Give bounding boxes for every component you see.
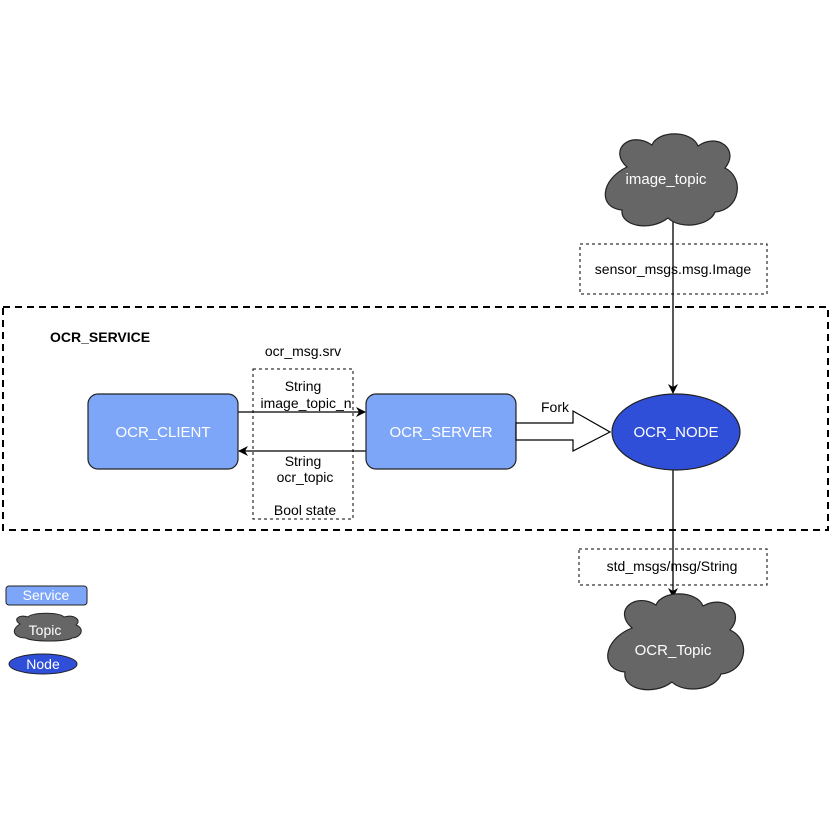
string-msg-label: std_msgs/msg/String [607,558,738,574]
legend-topic-swatch [13,612,82,642]
ocr-client-box[interactable] [87,393,239,470]
legend-node-label: Node [26,656,60,672]
srv-response-extra: Bool state [274,502,336,518]
legend-service-label: Service [23,587,70,603]
image-topic-label: image_topic [626,171,707,188]
legend-service-swatch [5,585,88,606]
legend-node-swatch [8,653,78,675]
ocr-service-group [2,306,829,531]
image-topic-cloud[interactable] [604,133,738,227]
ocr-node-label: OCR_NODE [633,424,718,441]
ocr-client-label: OCR_CLIENT [115,424,210,441]
fork-arrow [515,409,612,452]
srv-name-label: ocr_msg.srv [265,343,341,359]
image-msg-label: sensor_msgs.msg.Image [595,261,752,277]
fork-label: Fork [541,399,570,415]
ocr-topic-label: OCR_Topic [635,642,712,659]
ocr-service-group-label: OCR_SERVICE [50,329,150,345]
ocr-server-label: OCR_SERVER [389,424,492,441]
srv-request-field: image_topic_n [260,395,351,411]
srv-request-type: String [285,378,322,394]
srv-response-type: String [285,453,322,469]
legend-topic-label: Topic [29,622,62,638]
srv-definition-box [252,368,354,520]
ocr-topic-cloud[interactable] [607,593,745,691]
srv-response-field: ocr_topic [277,469,334,485]
ocr-node-ellipse[interactable] [611,393,741,471]
